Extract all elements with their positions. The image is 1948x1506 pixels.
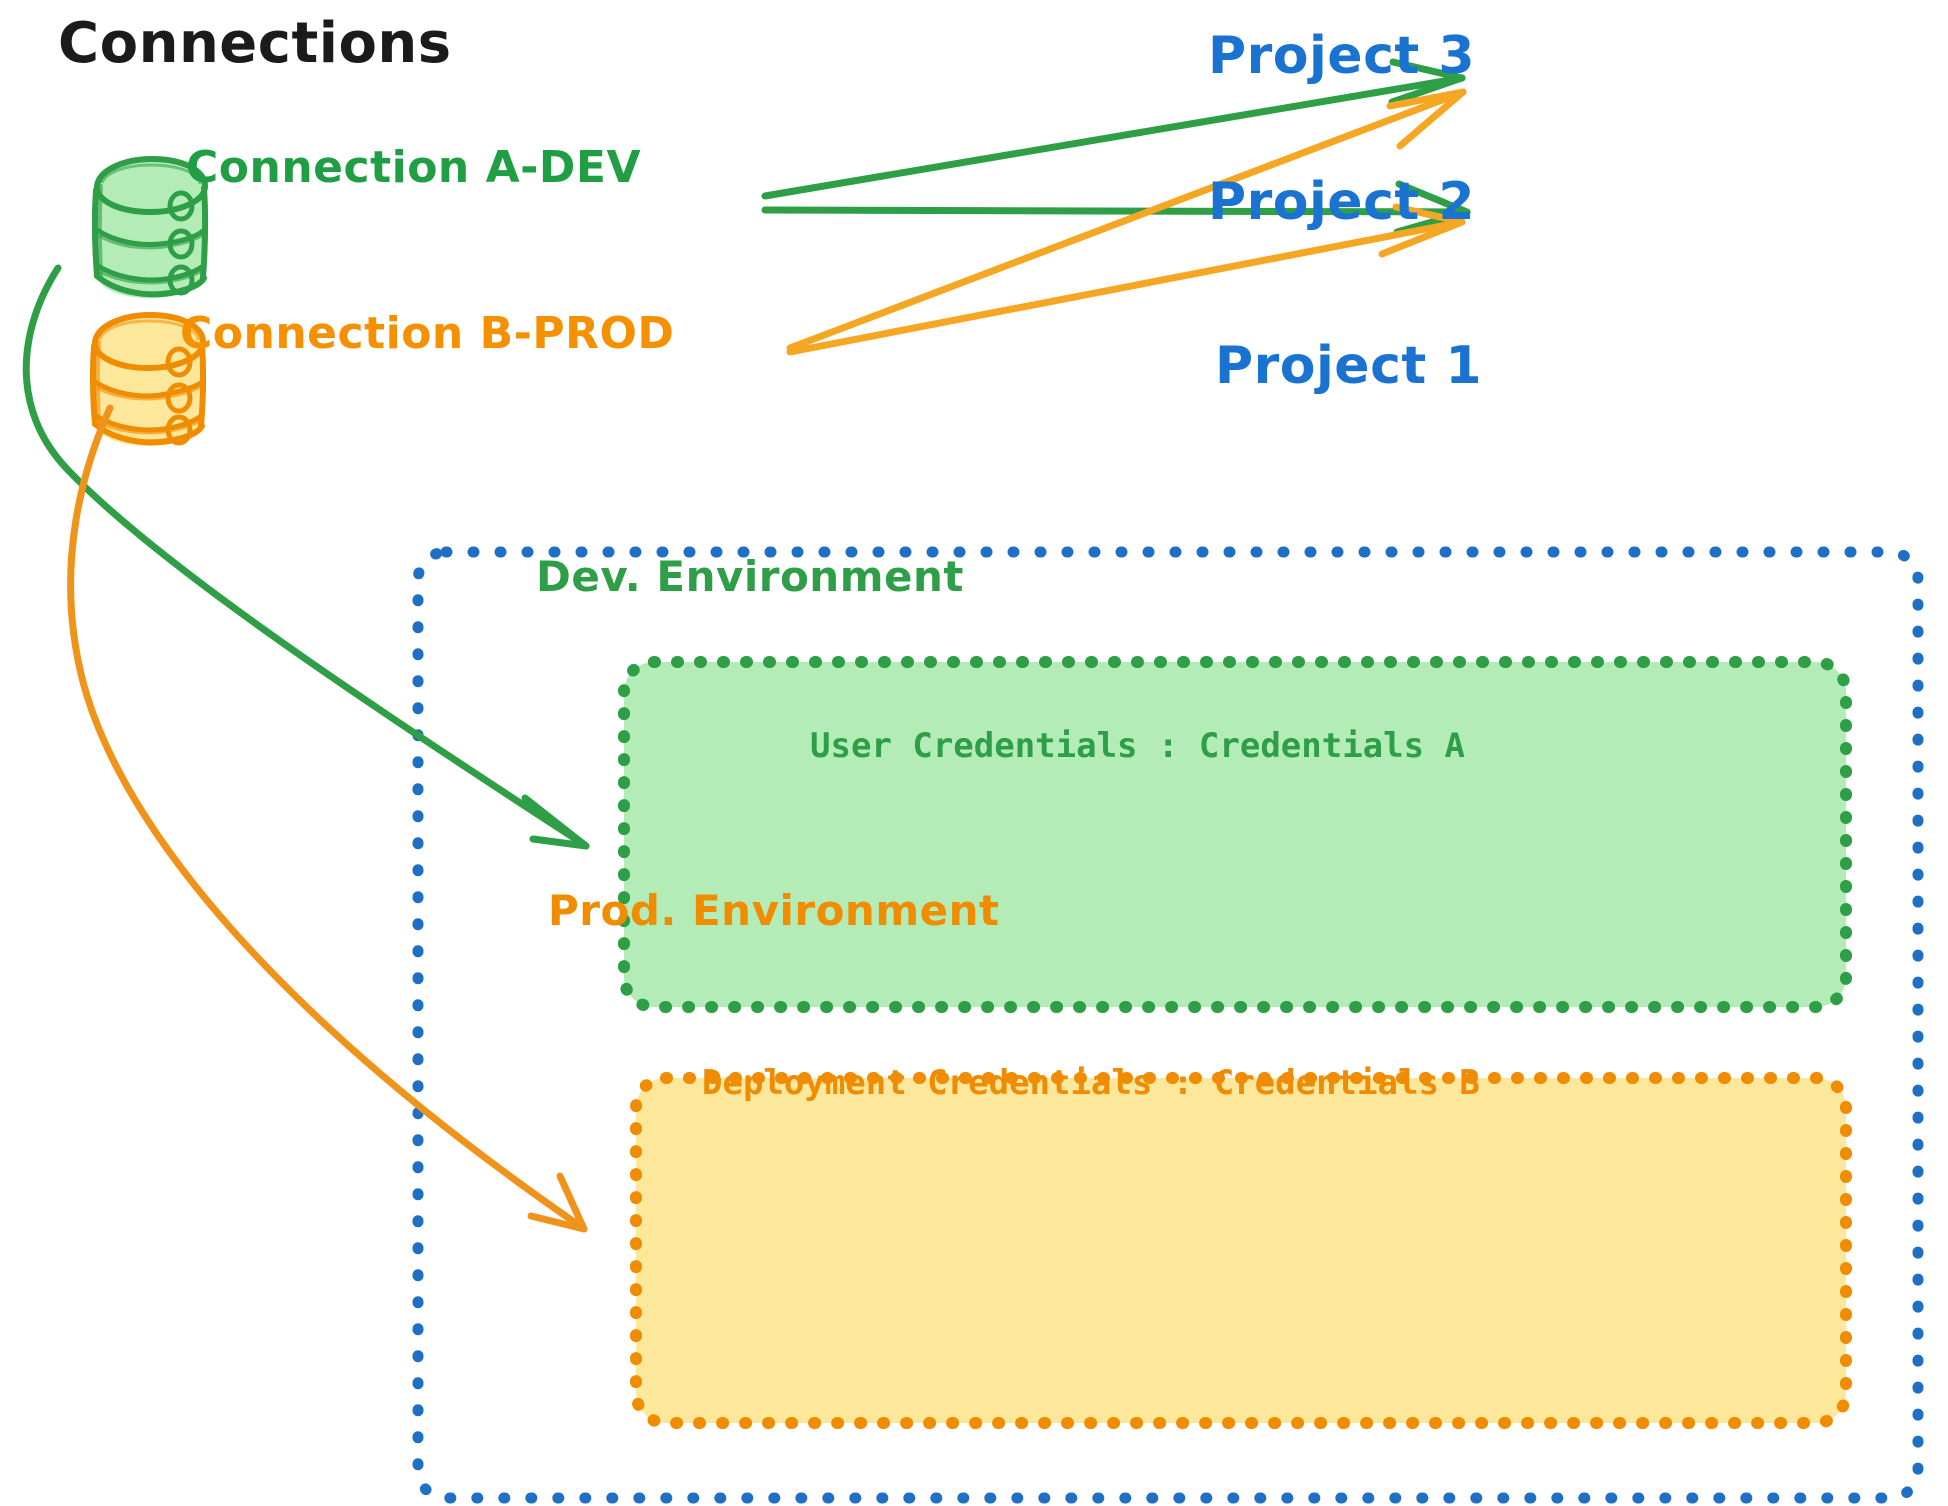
dev-environment-box[interactable] <box>618 656 1852 1013</box>
prod-environment-box[interactable] <box>630 1072 1852 1429</box>
arrow-b-to-prod-environment <box>67 404 588 1233</box>
arrow-a-to-project-3 <box>761 58 1466 200</box>
database-cylinder-icon-orange[interactable] <box>89 312 207 446</box>
arrow-a-to-dev-environment <box>22 264 590 850</box>
arrow-b-to-project-2 <box>786 203 1466 356</box>
arrow-a-to-project-2 <box>761 180 1471 236</box>
database-cylinder-icon-green[interactable] <box>91 156 209 298</box>
arrow-b-to-project-3 <box>786 88 1467 352</box>
